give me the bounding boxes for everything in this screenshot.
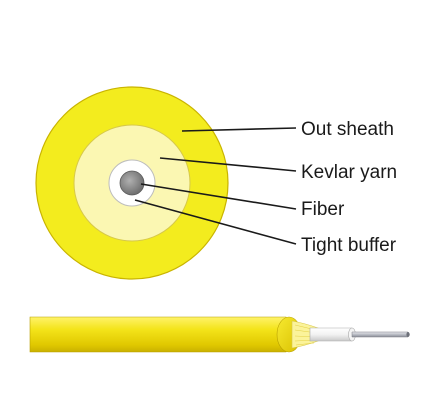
leader-kevlar-yarn [159,157,297,172]
label-tight-buffer: Tight buffer [301,235,397,256]
leader-out-sheath [181,127,297,132]
tight-buffer-tube [309,327,355,342]
fiber-core [119,170,145,196]
label-fiber: Fiber [301,199,345,220]
leader-lines [134,127,297,245]
label-out-sheath: Out sheath [301,119,394,140]
bare-fiber [351,331,410,338]
label-kevlar-yarn: Kevlar yarn [301,162,397,183]
cable-side-view [29,316,410,353]
cross-section [35,86,229,280]
cable-jacket [29,316,293,353]
kevlar-strand-lines [294,324,318,346]
leader-fiber [140,183,297,210]
bare-fiber-tip [406,332,410,337]
leader-tight-buffer [134,199,297,245]
